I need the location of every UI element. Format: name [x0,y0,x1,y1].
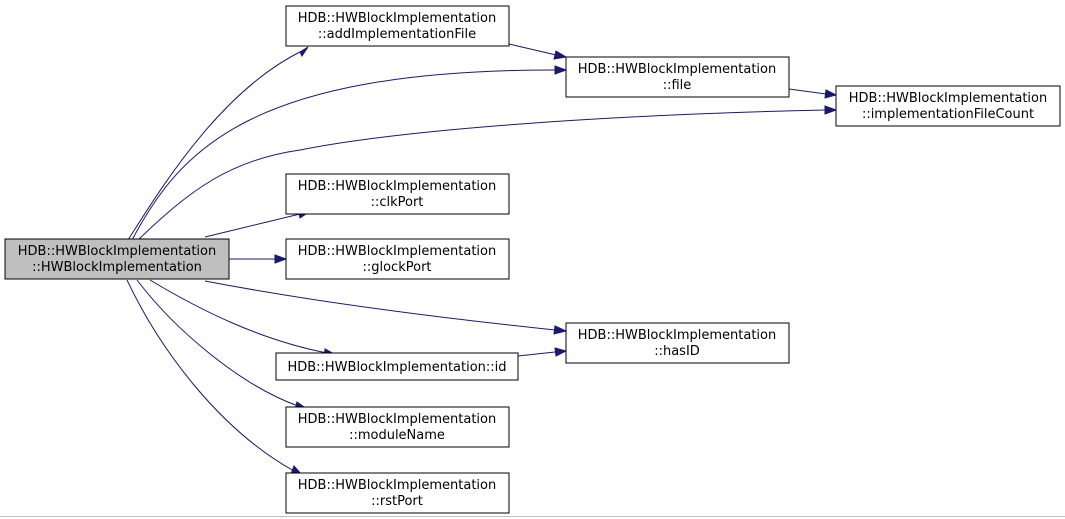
edge-root-to-implementationFileCount [137,105,838,241]
node-modulename[interactable]: HDB::HWBlockImplementation ::moduleName [285,406,510,448]
node-layer: HDB::HWBlockImplementation ::HWBlockImpl… [4,5,1061,514]
node-label-line1: HDB::HWBlockImplementation [578,62,776,77]
node-glockport[interactable]: HDB::HWBlockImplementation ::glockPort [285,238,510,280]
node-addimplementationfile[interactable]: HDB::HWBlockImplementation ::addImplemen… [285,5,510,47]
node-hasid[interactable]: HDB::HWBlockImplementation ::hasID [565,322,790,364]
node-hwblockimplementation-constructor[interactable]: HDB::HWBlockImplementation ::HWBlockImpl… [4,238,230,280]
edge-root-to-moduleName [136,279,309,411]
node-label-line1: HDB::HWBlockImplementation::id [287,360,506,375]
node-label-line2: ::glockPort [362,260,431,275]
node-label-line2: ::implementationFileCount [862,107,1034,122]
node-label-line1: HDB::HWBlockImplementation [849,91,1047,106]
edge-layer [126,43,838,476]
node-implementationfilecount[interactable]: HDB::HWBlockImplementation ::implementat… [835,85,1061,127]
node-label-line1: HDB::HWBlockImplementation [298,11,496,26]
node-label-line1: HDB::HWBlockImplementation [298,244,496,259]
node-label-line1: HDB::HWBlockImplementation [578,328,776,343]
edge-root-to-glockPort [229,254,288,264]
edge-id-to-hasID [517,347,568,357]
node-label-line1: HDB::HWBlockImplementation [298,179,496,194]
edge-root-to-id [149,279,338,358]
node-label-line2: ::hasID [654,344,700,359]
node-label-line2: ::addImplementationFile [318,27,476,42]
node-file[interactable]: HDB::HWBlockImplementation ::file [565,56,790,98]
node-label-line1: HDB::HWBlockImplementation [298,478,496,493]
node-label-line1: HDB::HWBlockImplementation [298,412,496,427]
edge-root-to-hasID [204,280,568,335]
node-label-line2: ::file [663,78,692,93]
edge-file-to-implementationFileCount [788,88,838,99]
node-label-line2: ::rstPort [371,494,423,509]
edge-addImplementationFile-to-file [508,43,568,60]
node-rstport[interactable]: HDB::HWBlockImplementation ::rstPort [285,472,510,514]
edge-root-to-file [131,65,568,241]
edge-root-to-addImplementationFile [127,46,309,241]
node-label-line2: ::moduleName [349,428,445,443]
page-bottom-divider [0,516,1065,517]
node-label-line1: HDB::HWBlockImplementation [18,244,216,259]
node-label-line2: ::clkPort [371,195,424,210]
node-id[interactable]: HDB::HWBlockImplementation::id [275,352,519,381]
node-label-line2: ::HWBlockImplementation [32,260,202,275]
node-clkport[interactable]: HDB::HWBlockImplementation ::clkPort [285,173,510,215]
